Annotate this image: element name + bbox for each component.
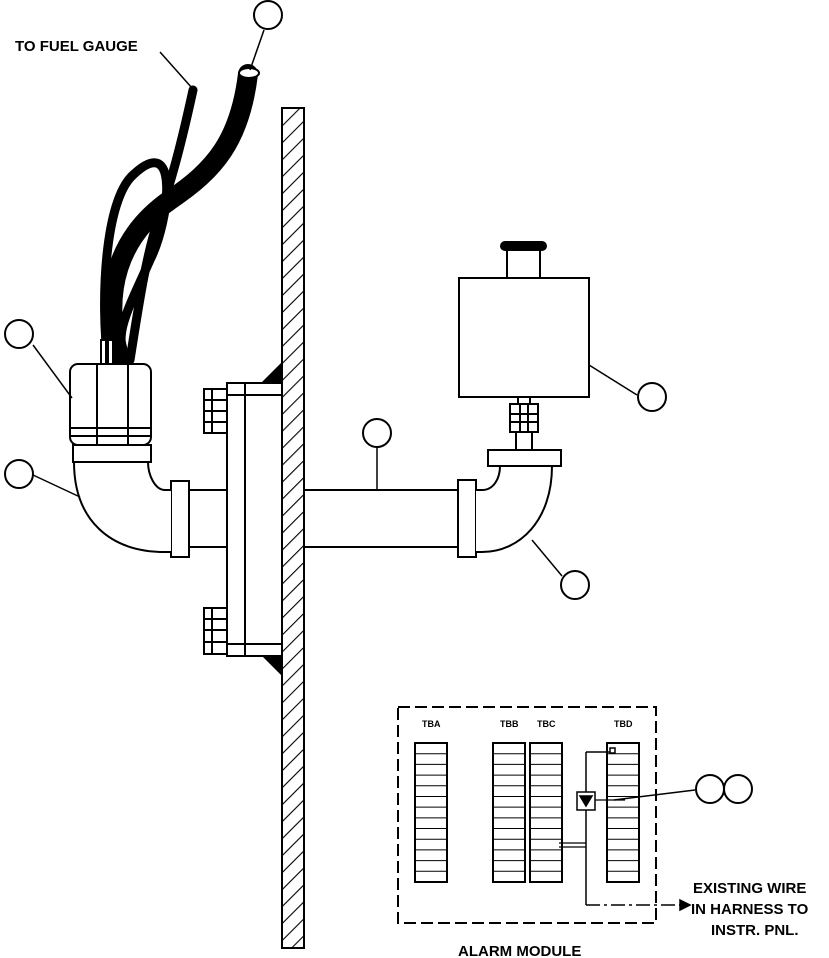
wire-end [189,87,197,93]
tank-wall [281,107,305,949]
alarm-module-label: ALARM MODULE [458,943,581,958]
existing-wire-arrow [586,898,692,912]
wire-harness [100,64,258,370]
right-coupling [487,449,562,467]
existing-wire-line-2: IN HARNESS TO [691,901,809,918]
callout-diode-a [695,774,725,804]
left-connector [69,363,152,446]
weld-top [262,362,282,382]
terminal-strip [492,742,526,883]
right-pipe [303,465,554,558]
weld-bottom [262,656,282,676]
terminal-block-tbd [606,742,640,883]
callout-cable [253,0,283,30]
terminal-strip [606,742,640,883]
terminal-strip [529,742,563,883]
terminal-block-tbb [492,742,526,883]
tbc-label: TBC [537,719,556,729]
tba-label: TBA [422,719,441,729]
sender-box [458,277,590,398]
terminal-strip [414,742,448,883]
existing-wire-line-3: INSTR. PNL. [711,922,799,939]
leader-lines [32,29,696,801]
callouts [4,0,753,804]
terminal-block-tba [414,742,448,883]
sender-stem [509,396,539,451]
callout-sender [637,382,667,412]
bolt-top [203,388,228,434]
diode [576,747,616,905]
callout-connector [4,319,34,349]
alarm-module-box [397,706,657,924]
left-pipe [72,461,228,558]
callout-right-elbow [560,570,590,600]
bolt-bottom [203,607,228,655]
cable-end [238,67,260,79]
sender-cap [500,241,547,279]
mounting-flange [226,382,283,657]
callout-left-elbow [4,459,34,489]
callout-pipe [362,418,392,448]
wire-pins [100,339,114,365]
tbd-label: TBD [614,719,633,729]
terminal-block-tbc [529,742,563,883]
callout-diode-b [723,774,753,804]
left-coupling [72,444,152,463]
fuel-gauge-label: TO FUEL GAUGE [15,38,138,55]
existing-wire-line-1: EXISTING WIRE [693,880,806,897]
tbb-label: TBB [500,719,519,729]
